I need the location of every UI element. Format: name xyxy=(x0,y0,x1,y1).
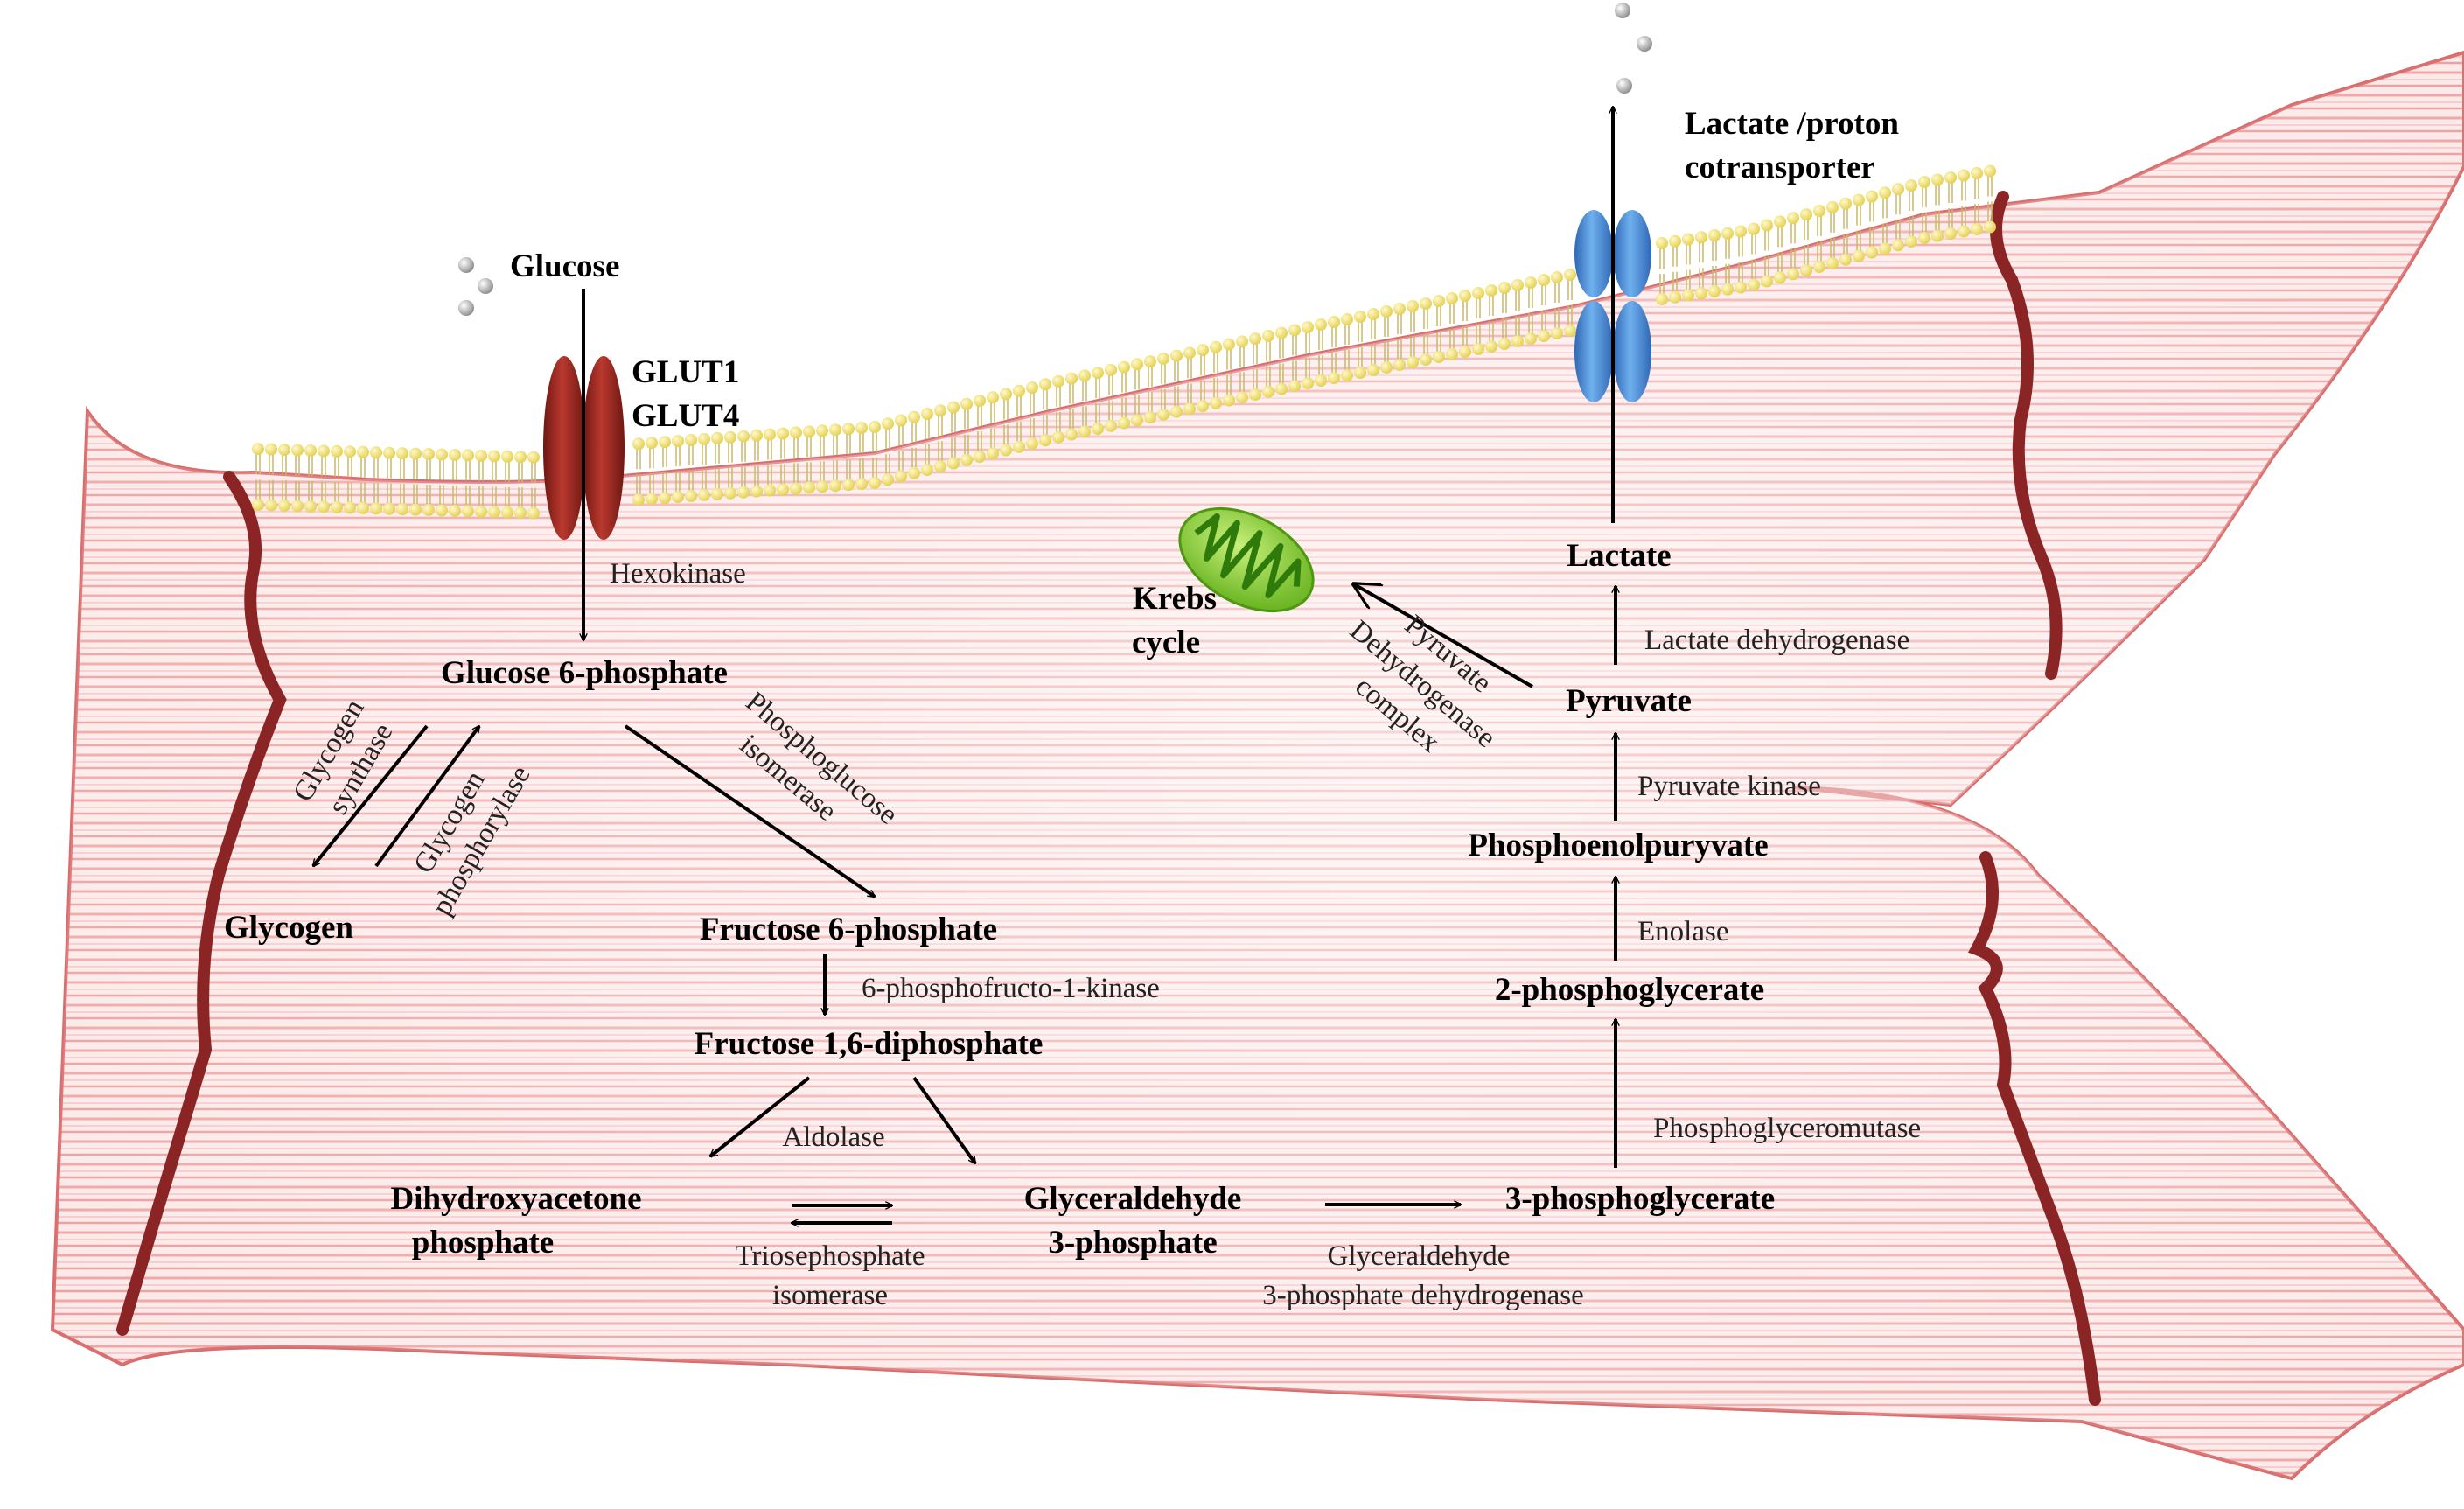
aldolase-label: Aldolase xyxy=(782,1121,884,1153)
pyruvate: Pyruvate xyxy=(1566,683,1692,719)
arrow-pdh xyxy=(1354,584,1533,688)
enolase-label: Enolase xyxy=(1637,916,1728,947)
pyruvate-kinase-label: Pyruvate kinase xyxy=(1637,771,1821,802)
triosephosphate-isomerase-label-line1: Triosephosphate xyxy=(736,1240,925,1272)
krebs-cycle-line2: cycle xyxy=(1132,625,1200,660)
z-line-left xyxy=(116,471,287,1336)
gapdh-label-line2: 3-phosphate dehydrogenase xyxy=(1262,1280,1583,1311)
lactate-dehydrogenase-label: Lactate dehydrogenase xyxy=(1644,625,1909,656)
arrow-aldolase-left xyxy=(710,1076,811,1158)
pfk-label: 6-phosphofructo-1-kinase xyxy=(862,973,1160,1004)
cell-highlight xyxy=(52,52,2464,1478)
lactate-transporter-label-line1: Lactate /proton xyxy=(1685,106,1899,142)
z-line-upper-right xyxy=(1990,191,2063,680)
glucose-molecules xyxy=(458,257,493,316)
phosphoglyceromutase-label: Phosphoglyceromutase xyxy=(1653,1113,1921,1144)
lactate-transporter-label-line2: cotransporter xyxy=(1685,150,1875,185)
krebs-cycle-line1: Krebs xyxy=(1133,581,1217,617)
lipid-bilayer xyxy=(252,164,1996,520)
fructose-6-phosphate: Fructose 6-phosphate xyxy=(700,912,997,947)
glut-transporter xyxy=(543,356,625,540)
glyceraldehyde-3-phosphate-line1: Glyceraldehyde xyxy=(1024,1181,1242,1217)
glyceraldehyde-3-phosphate-line2: 3-phosphate xyxy=(1048,1225,1217,1261)
glycogen: Glycogen xyxy=(224,910,353,946)
lactate-transporter xyxy=(1574,210,1651,402)
arrow-glycogen-synthase xyxy=(311,724,429,866)
glucose-6-phosphate: Glucose 6-phosphate xyxy=(441,655,728,691)
fructose-1-6-diphosphate: Fructose 1,6-diphosphate xyxy=(695,1026,1044,1062)
arrow-glycogen-phosphorylase xyxy=(374,726,481,868)
arrow-phosphoglucose-isomerase xyxy=(624,724,875,898)
lactate-molecules xyxy=(1615,3,1652,94)
dihydroxyacetone-phosphate-line2: phosphate xyxy=(412,1225,554,1261)
glucose-label: Glucose xyxy=(510,248,619,284)
glut1-label: GLUT1 xyxy=(632,354,739,390)
hexokinase-label: Hexokinase xyxy=(610,558,746,590)
phosphoenolpyruvate: Phosphoenolpuryvate xyxy=(1468,828,1768,863)
triosephosphate-isomerase-label-line2: isomerase xyxy=(772,1280,888,1311)
2-phosphoglycerate: 2-phosphoglycerate xyxy=(1495,972,1764,1008)
dihydroxyacetone-phosphate-line1: Dihydroxyacetone xyxy=(390,1181,641,1217)
3-phosphoglycerate: 3-phosphoglycerate xyxy=(1505,1181,1775,1217)
glut4-label: GLUT4 xyxy=(632,398,739,434)
mitochondrion-icon xyxy=(1178,506,1315,613)
z-line-lower-right xyxy=(1967,851,2101,1406)
arrow-aldolase-right xyxy=(912,1076,977,1163)
gapdh-label-line1: Glyceraldehyde xyxy=(1328,1240,1511,1272)
lactate: Lactate xyxy=(1567,538,1671,574)
